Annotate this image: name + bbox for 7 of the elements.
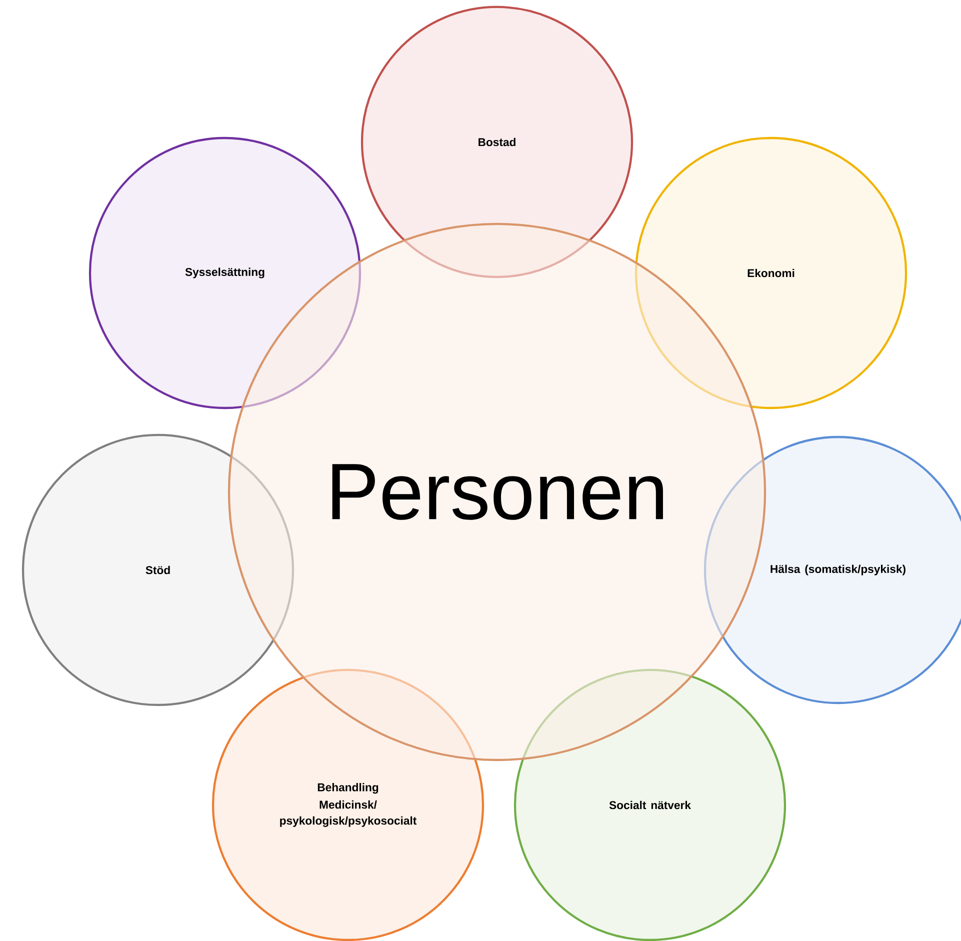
circle-node: Socialt nätverk (514, 668, 786, 941)
circle-node: Behandling Medicinsk/ psykologisk/psykosocialt (212, 668, 484, 941)
circle-node: Stöd (22, 434, 294, 706)
circle-node: Ekonomi (634, 136, 908, 410)
circle-node: Sysselsättning (88, 136, 362, 410)
circle-node: Bostad (360, 6, 634, 278)
circle-node: Hälsa (somatisk/psykisk) (704, 436, 961, 704)
